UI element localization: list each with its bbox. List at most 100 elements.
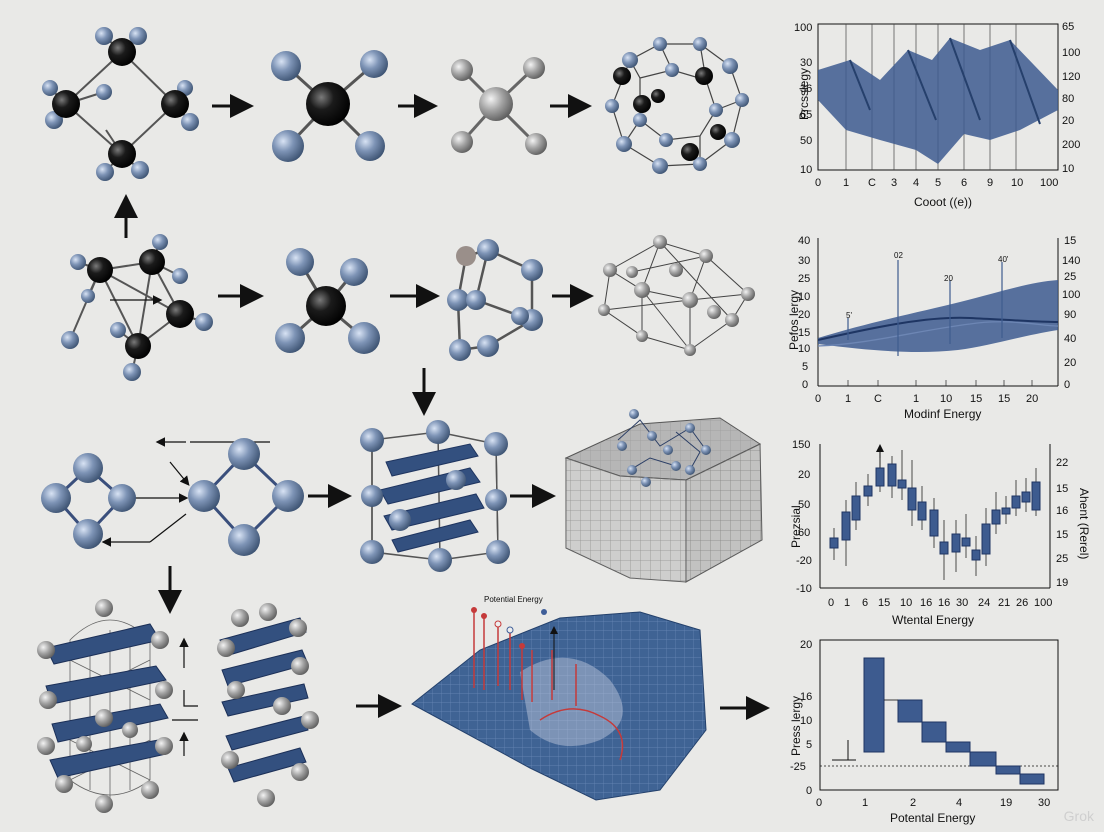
candle-body [863,485,873,497]
surface-label: Potential Energy [484,595,543,604]
chart4-left-tick: 5 [806,739,812,751]
protein-helix-right [217,603,319,807]
candle-body [1031,481,1041,511]
chart3-x-tick: 6 [862,597,868,609]
chart1-left-ticks: 100 36 65 30 50 10 [794,22,812,176]
chart2-left-tick: 20 [798,309,810,321]
chart3-x-tick: 10 [900,597,912,609]
chart2-xlabel: Modinf Energy [904,407,981,421]
candle-body [991,509,1001,525]
chart2-x-ticks: 0 1 C 1 10 15 15 20 [815,393,1038,405]
chart2-annotation: 02 [894,251,903,260]
chart4-left-tick: 16 [800,691,812,703]
chart2-right-tick: 100 [1062,289,1080,301]
chart1-ylabel: Prcsslegy [797,68,811,120]
chart2-x-tick: 15 [970,393,982,405]
candle-body [1011,495,1021,509]
chart2-x-tick: 1 [913,393,919,405]
chart4-x-tick: 30 [1038,797,1050,809]
chart2-left-tick: 10 [798,291,810,303]
chart3-right-tick: 15 [1056,483,1068,495]
chart1-x-tick: 100 [1040,177,1058,189]
chart2-left-tick: 0 [802,379,808,391]
chart2-x-tick: 20 [1026,393,1038,405]
molecule-cluster-1 [42,27,199,181]
candle-body [851,495,861,521]
candle-body [841,511,851,541]
chart2-left-tick: 10 [798,343,810,355]
candle-body [961,537,971,547]
chart1-x-tick: C [868,177,876,189]
chart3-right-ticks: 22 15 16 15 25 19 [1056,457,1068,589]
chart1-left-tick: 50 [800,135,812,147]
chart3-x-tick: 0 [828,597,834,609]
candle-body [1001,507,1011,515]
chart1-left-tick: 100 [794,22,812,34]
chart2-annotation: 40' [998,255,1009,264]
chart1-right-ticks: 65 100 120 80 20 200 10 [1062,21,1080,175]
molecule-squares [41,437,304,556]
candle-body [917,501,927,521]
chart1-x-tick: 9 [987,177,993,189]
chart4-x-tick: 19 [1000,797,1012,809]
molecule-cage-atoms [605,37,749,174]
chart1-right-tick: 80 [1062,93,1074,105]
molecule-cluster-2 [61,234,213,381]
chart4-x-ticks: 0 1 2 4 19 30 [816,797,1050,809]
chart3-candles [829,450,1041,580]
molecule-tetra-blue-2 [275,248,380,354]
chart1-right-tick: 120 [1062,71,1080,83]
chart1-left-tick: 30 [800,57,812,69]
protein-cage-left [37,599,173,813]
candle-body [829,537,839,549]
chart3-x-ticks: 0 1 6 15 10 16 16 30 24 21 26 100 [828,597,1052,609]
chart2-x-tick: 10 [940,393,952,405]
chart2-right-tick: 40 [1064,333,1076,345]
chart1-right-tick: 10 [1062,163,1074,175]
chart3-left-tick: 60 [798,527,810,539]
chart2-ylabel: Pefos lergy [787,290,801,350]
chart2-annotation: 5' [846,311,852,320]
chart4-left-tick: 0 [806,785,812,797]
chart1-x-tick: 4 [913,177,919,189]
chart2-x-tick: 1 [845,393,851,405]
potential-energy-surface: Potential Energy [411,595,707,801]
candle-body [1021,491,1031,503]
chart-panel-4: Press lergy Potental Energy 20 16 10 5 -… [789,639,1059,825]
chart4-left-tick: -25 [790,761,806,773]
chart1-right-tick: 100 [1062,47,1080,59]
chart3-right-tick: 19 [1056,577,1068,589]
candle-body [971,549,981,561]
chart3-x-tick: 26 [1016,597,1028,609]
chart3-x-tick: 21 [998,597,1010,609]
chart1-x-tick: 3 [891,177,897,189]
chart3-right-tick: 15 [1056,529,1068,541]
molecule-ring [447,239,543,361]
chart-panel-2: 02 20 40' 5' Pefos lergy Modinf Energy 4… [787,235,1080,421]
chart2-right-tick: 90 [1064,309,1076,321]
chart2-right-ticks: 15 140 25 100 90 40 20 0 [1062,235,1080,391]
chart2-left-tick: 25 [798,273,810,285]
chart2-x-tick: 0 [815,393,821,405]
chart3-left-tick: -20 [796,555,812,567]
mesh-block [564,409,763,583]
chart1-right-tick: 65 [1062,21,1074,33]
molecule-tetra-gray [451,57,547,155]
chart3-right-tick: 25 [1056,553,1068,565]
chart4-xlabel: Potental Energy [890,811,975,825]
chart4-x-tick: 0 [816,797,822,809]
chart1-right-tick: 20 [1062,115,1074,127]
chart3-x-tick: 24 [978,597,990,609]
chart4-left-tick: 10 [800,715,812,727]
molecule-network [598,235,755,356]
chart1-left-tick: 10 [800,164,812,176]
candle-body [897,479,907,489]
chart3-left-tick: 150 [792,439,810,451]
chart3-left-tick: -10 [796,583,812,595]
chart3-x-tick: 16 [920,597,932,609]
candle-body [929,509,939,537]
chart3-x-tick: 16 [938,597,950,609]
chart2-annotation: 20 [944,274,953,283]
chart2-right-tick: 20 [1064,357,1076,369]
